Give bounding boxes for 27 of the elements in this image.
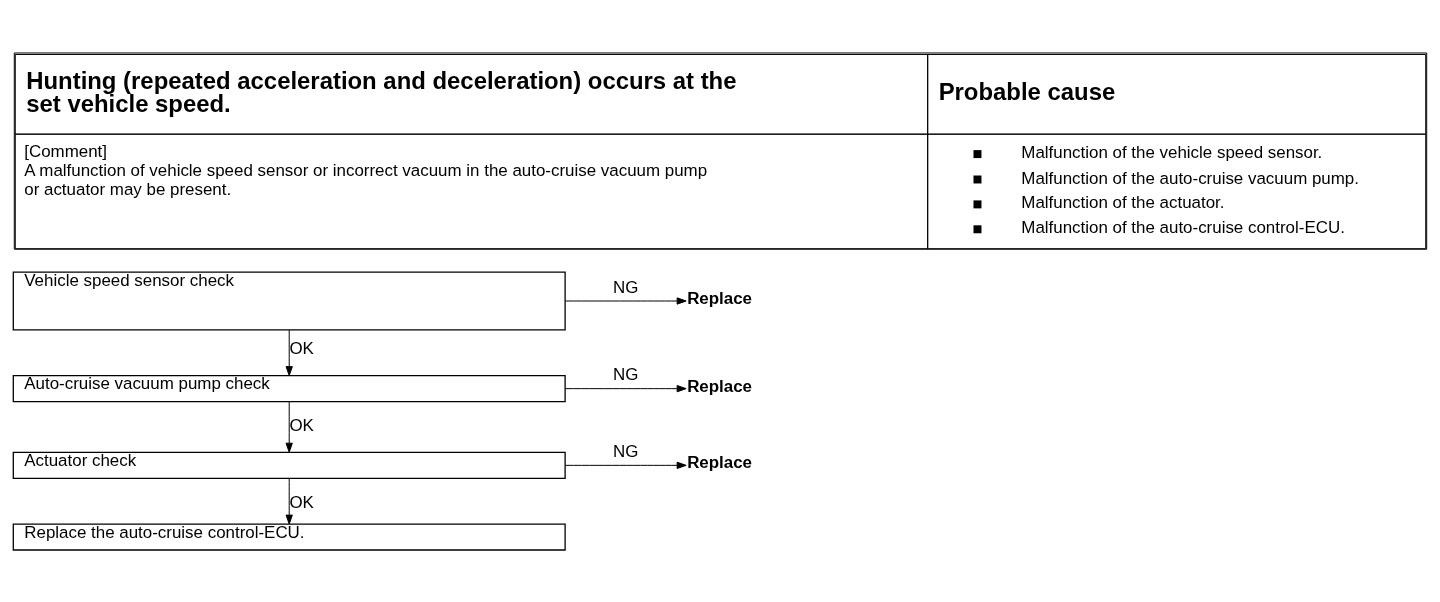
node-text: Replace	[687, 452, 753, 472]
label: Malfunction of the auto-cruise control-ECU.	[1021, 217, 1345, 237]
edge-label: OK	[289, 492, 314, 512]
label: Malfunction of the vehicle speed sensor.	[1021, 142, 1323, 162]
arrow	[564, 296, 687, 305]
label: Probable cause	[938, 77, 1116, 104]
label: Malfunction of the auto-cruise vacuum pump.	[1021, 168, 1359, 188]
arrow	[564, 461, 687, 469]
label: [Comment]	[24, 141, 108, 161]
edge-label: OK	[289, 415, 314, 435]
label: Hunting (repeated acceleration and deceleration) occurs at the set vehicle speed.	[26, 66, 737, 117]
node-text: Replace	[687, 288, 753, 308]
edge-label: OK	[289, 338, 314, 358]
edge-label: NG	[612, 441, 639, 461]
label: Malfunction of the actuator.	[1021, 192, 1225, 212]
arrow	[564, 384, 687, 392]
node-box: Vehicle speed sensor check	[12, 270, 566, 331]
node-box: Replace the auto-cruise control-ECU.	[12, 522, 566, 551]
node-text: Replace	[687, 376, 753, 396]
edge-label: NG	[612, 364, 639, 384]
node-box: Actuator check	[12, 451, 566, 479]
arrow	[285, 477, 293, 525]
arrow	[285, 400, 293, 453]
edge-label: NG	[612, 277, 639, 297]
arrow	[285, 329, 293, 376]
label: A malfunction of vehicle speed sensor or incorrect vacuum in the auto-cruise vacuum pump or actuator may be present.	[24, 160, 708, 199]
node-box: Auto-cruise vacuum pump check	[12, 374, 566, 402]
